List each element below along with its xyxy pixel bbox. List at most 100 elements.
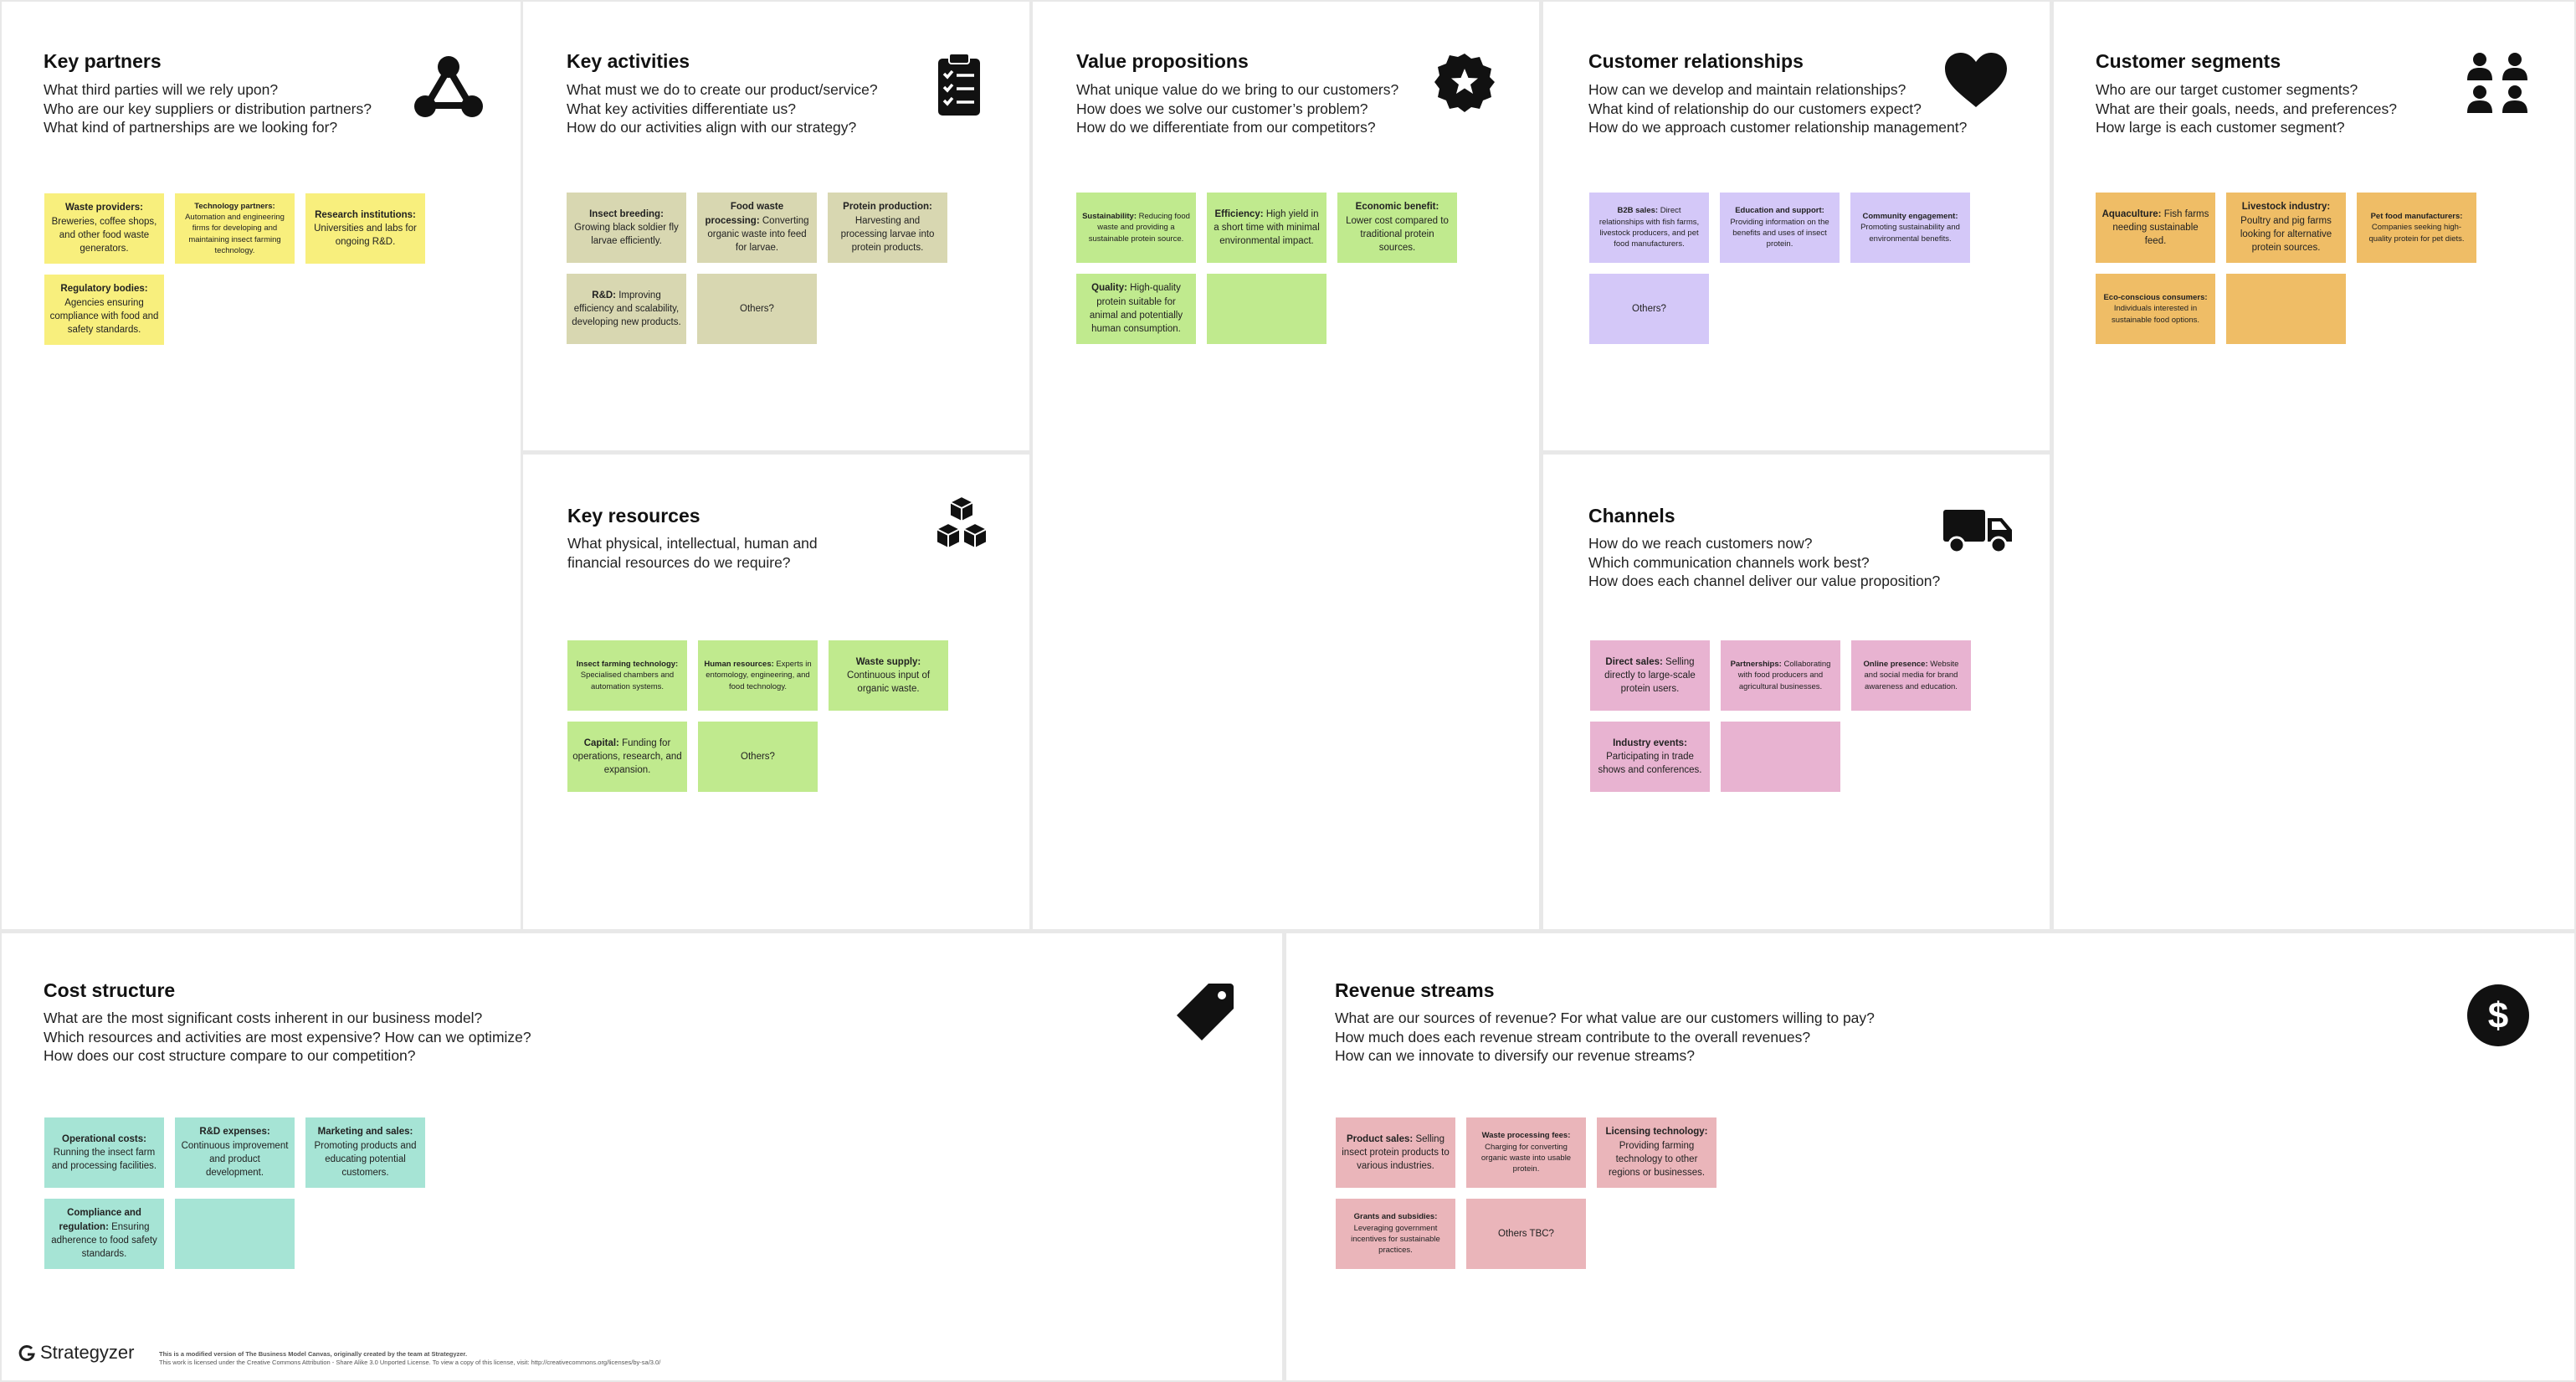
panel-questions: What unique value do we bring to our cus…: [1076, 81, 1399, 136]
sticky-note-heading: Marketing and sales:: [317, 1127, 413, 1138]
sticky-notes: Insect breeding: Growing black soldier f…: [567, 193, 947, 344]
sticky-note-text: Promoting sustainability and environment…: [1860, 223, 1960, 244]
sticky-note: Online presence: Website and social medi…: [1851, 640, 1971, 711]
sticky-note-text: Fish farms needing sustainable feed.: [2112, 208, 2209, 247]
sticky-note-heading: Insect breeding:: [589, 208, 664, 219]
sticky-note-heading: Industry events:: [1613, 737, 1687, 748]
sticky-note: Economic benefit: Lower cost compared to…: [1337, 193, 1457, 263]
sticky-note-content: Human resources: Experts in entomology, …: [703, 659, 813, 692]
sticky-note: Protein production: Harvesting and proce…: [828, 193, 947, 263]
sticky-note-text: Participating in trade shows and confere…: [1598, 751, 1702, 776]
sticky-note-content: Efficiency: High yield in a short time w…: [1212, 208, 1321, 249]
sticky-note-content: Others?: [741, 750, 775, 763]
sticky-note-heading: B2B sales:: [1617, 206, 1659, 216]
sticky-note: Grants and subsidies: Leveraging governm…: [1336, 1199, 1455, 1269]
sticky-notes: Waste providers: Breweries, coffee shops…: [44, 193, 425, 345]
sticky-note: Insect breeding: Growing black soldier f…: [567, 193, 686, 263]
sticky-note: Waste providers: Breweries, coffee shops…: [44, 193, 164, 264]
sticky-note: Human resources: Experts in entomology, …: [698, 640, 818, 711]
sticky-note-content: Compliance and regulation: Ensuring adhe…: [49, 1206, 159, 1261]
sticky-note-text: High-quality protein suitable for animal…: [1089, 283, 1183, 335]
sticky-note-text: Lower cost compared to traditional prote…: [1346, 215, 1449, 254]
sticky-note-content: Economic benefit: Lower cost compared to…: [1342, 200, 1452, 254]
sticky-note-heading: R&D:: [592, 290, 617, 301]
sticky-note-text: Agencies ensuring compliance with food a…: [49, 297, 159, 336]
sticky-note-text: Selling directly to large-scale protein …: [1604, 656, 1696, 695]
price-tag-icon: [1175, 982, 1235, 1046]
sticky-note-heading: Protein production:: [843, 202, 932, 213]
license-text: This is a modified version of The Busine…: [159, 1350, 660, 1366]
sticky-note: Aquaculture: Fish farms needing sustaina…: [2096, 193, 2215, 263]
sticky-note: Operational costs: Running the insect fa…: [44, 1117, 164, 1188]
sticky-note-heading: Capital:: [583, 737, 619, 748]
truck-icon: [1942, 506, 2014, 559]
sticky-note: Technology partners: Automation and engi…: [175, 193, 295, 264]
sticky-note: Licensing technology: Providing farming …: [1597, 1117, 1716, 1188]
sticky-note-heading: Pet food manufacturers:: [2370, 212, 2463, 222]
sticky-note-content: Regulatory bodies: Agencies ensuring com…: [49, 282, 159, 337]
sticky-note-heading: Licensing technology:: [1605, 1127, 1708, 1138]
sticky-note-content: Product sales: Selling insect protein pr…: [1341, 1133, 1450, 1174]
sticky-note: Regulatory bodies: Agencies ensuring com…: [44, 275, 164, 345]
sticky-note-text: Leveraging government incentives for sus…: [1351, 1223, 1440, 1256]
sticky-note-heading: Research institutions:: [315, 209, 416, 220]
heart-icon: [1943, 52, 2009, 113]
channels-panel: Channels How do we reach customers now? …: [1543, 455, 2050, 929]
sticky-note-text: Promoting products and educating potenti…: [314, 1140, 417, 1179]
sticky-note-content: Research institutions: Universities and …: [310, 208, 420, 249]
sticky-note: Research institutions: Universities and …: [305, 193, 425, 264]
sticky-note-text: Reducing food waste and providing a sust…: [1088, 212, 1190, 244]
sticky-note-content: Aquaculture: Fish farms needing sustaina…: [2101, 208, 2210, 249]
sticky-notes: Direct sales: Selling directly to large-…: [1590, 640, 1971, 792]
sticky-note: R&D expenses: Continuous improvement and…: [175, 1117, 295, 1188]
sticky-note-text: Individuals interested in sustainable fo…: [2111, 304, 2200, 325]
panel-questions: What are the most significant costs inhe…: [44, 1010, 531, 1064]
sticky-note: Marketing and sales: Promoting products …: [305, 1117, 425, 1188]
star-badge-icon: [1434, 52, 1495, 116]
sticky-note-heading: Waste providers:: [65, 203, 143, 213]
panel-title: Key activities: [567, 50, 690, 72]
sticky-note-heading: Online presence:: [1863, 660, 1928, 670]
sticky-note-heading: Sustainability:: [1082, 212, 1137, 222]
key-activities-panel: Key activities What must we do to create…: [523, 2, 1029, 450]
sticky-note-content: Education and support: Providing informa…: [1725, 205, 1835, 249]
sticky-note-content: Insect breeding: Growing black soldier f…: [572, 208, 681, 249]
sticky-note: Others?: [698, 722, 818, 792]
sticky-note: Livestock industry: Poultry and pig farm…: [2226, 193, 2346, 263]
value-propositions-panel: Value propositions What unique value do …: [1033, 2, 1539, 929]
sticky-note-text: Charging for converting organic waste in…: [1480, 1142, 1572, 1174]
sticky-note: [175, 1199, 295, 1269]
sticky-note-text: Specialised chambers and automation syst…: [580, 670, 675, 691]
sticky-note-text: Companies seeking high-quality protein f…: [2368, 223, 2465, 244]
sticky-note-content: Sustainability: Reducing food waste and …: [1081, 211, 1191, 244]
sticky-note-content: Online presence: Website and social medi…: [1856, 659, 1966, 692]
sticky-note: Others?: [697, 274, 817, 344]
sticky-note-content: Community engagement: Promoting sustaina…: [1855, 211, 1965, 244]
panel-questions: What are our sources of revenue? For wha…: [1335, 1010, 1875, 1064]
panel-questions: Who are our target customer segments? Wh…: [2096, 81, 2397, 136]
sticky-note-content: Waste processing fees: Charging for conv…: [1471, 1130, 1581, 1174]
panel-title: Customer segments: [2096, 50, 2281, 72]
sticky-note-text: Others?: [1632, 303, 1666, 314]
sticky-note-text: Others?: [741, 751, 775, 762]
sticky-note: [2226, 274, 2346, 344]
sticky-note: Education and support: Providing informa…: [1720, 193, 1840, 263]
sticky-note-content: Others?: [740, 302, 774, 316]
sticky-note-content: Marketing and sales: Promoting products …: [310, 1125, 420, 1179]
revenue-streams-panel: Revenue streams What are our sources of …: [1286, 933, 2574, 1380]
brand-name: Strategyzer: [40, 1342, 135, 1363]
sticky-note: Capital: Funding for operations, researc…: [567, 722, 687, 792]
panel-title: Key resources: [567, 505, 700, 527]
sticky-notes: Insect farming technology: Specialised c…: [567, 640, 948, 792]
network-icon: [413, 54, 484, 125]
people-icon: [2464, 52, 2531, 120]
sticky-note-text: Continuous improvement and product devel…: [181, 1140, 289, 1179]
sticky-note-text: Universities and labs for ongoing R&D.: [314, 223, 417, 248]
customer-segments-panel: Customer segments Who are our target cus…: [2054, 2, 2574, 929]
sticky-note-text: Funding for operations, research, and ex…: [572, 737, 682, 776]
sticky-note-heading: Livestock industry:: [2241, 202, 2331, 213]
sticky-note-heading: Aquaculture:: [2101, 208, 2162, 219]
sticky-note-text: Automation and engineering firms for dev…: [185, 213, 285, 255]
sticky-note-content: Capital: Funding for operations, researc…: [572, 737, 682, 778]
dollar-icon: $: [2466, 984, 2530, 1051]
